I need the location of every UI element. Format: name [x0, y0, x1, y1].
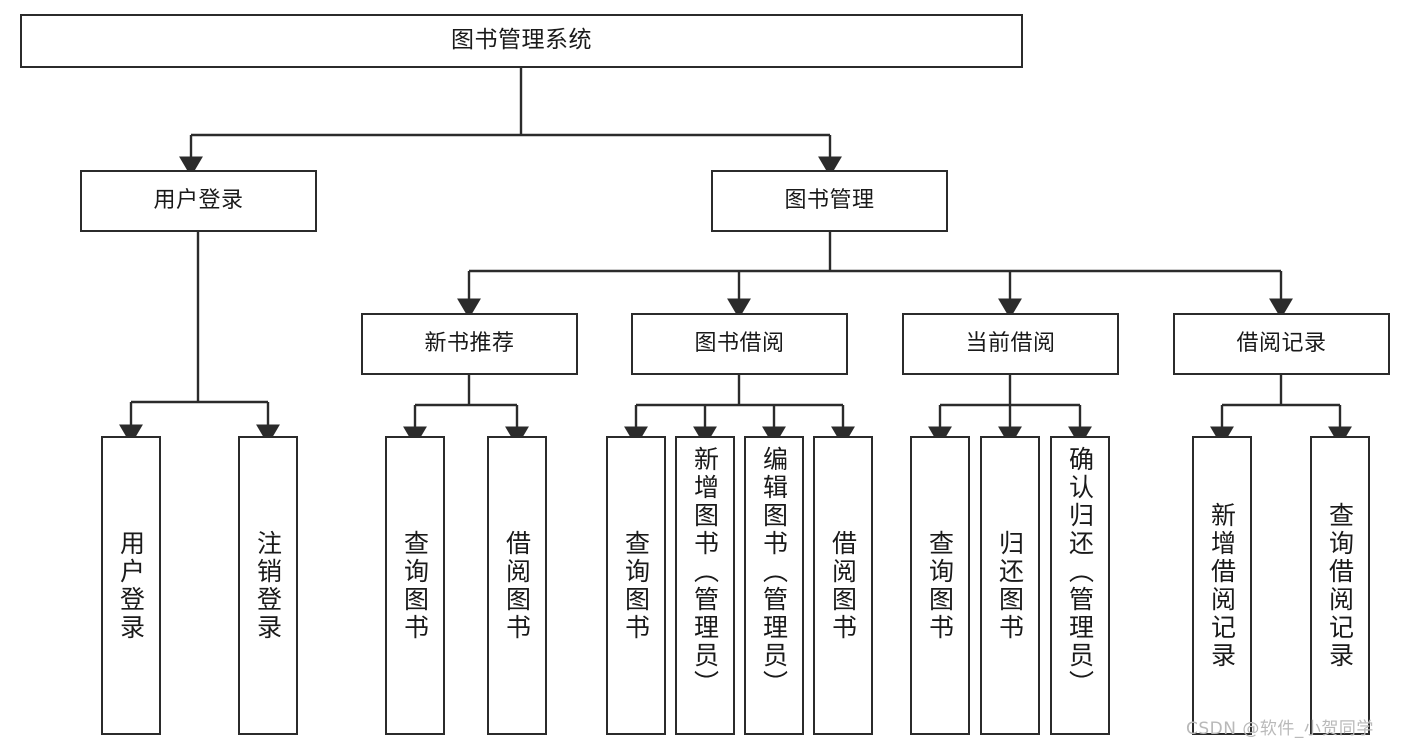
node-label: 新书推荐	[424, 330, 515, 356]
node-leaf-edit-book-admin[interactable]: 编辑图书（管理员）	[744, 436, 804, 735]
node-label: 查询图书	[621, 529, 651, 642]
node-label: 用户登录	[116, 529, 146, 642]
node-label: 借阅图书	[828, 529, 858, 642]
node-label: 当前借阅	[965, 330, 1056, 356]
node-label: 确认归还（管理员）	[1065, 446, 1095, 698]
node-current-borrow[interactable]: 当前借阅	[902, 313, 1119, 375]
node-leaf-logout[interactable]: 注销登录	[238, 436, 298, 735]
node-label: 借阅记录	[1236, 330, 1327, 356]
node-label: 编辑图书（管理员）	[759, 446, 789, 698]
csdn-watermark: CSDN @软件_小贺同学	[1186, 719, 1374, 739]
node-label: 归还图书	[995, 529, 1025, 642]
node-leaf-query-borrow-record[interactable]: 查询借阅记录	[1310, 436, 1370, 735]
node-label: 图书管理系统	[451, 27, 592, 54]
node-label: 新增图书（管理员）	[690, 446, 720, 698]
node-label: 新增借阅记录	[1207, 501, 1237, 670]
node-leaf-add-book-admin[interactable]: 新增图书（管理员）	[675, 436, 735, 735]
node-label: 查询借阅记录	[1325, 501, 1355, 670]
node-label: 查询图书	[925, 529, 955, 642]
node-label: 用户登录	[153, 187, 244, 213]
node-leaf-user-login[interactable]: 用户登录	[101, 436, 161, 735]
node-root-book-management-system[interactable]: 图书管理系统	[20, 14, 1023, 68]
node-leaf-borrow-book-new[interactable]: 借阅图书	[487, 436, 547, 735]
node-borrow-record[interactable]: 借阅记录	[1173, 313, 1390, 375]
node-book-management[interactable]: 图书管理	[711, 170, 948, 232]
node-leaf-query-book-new[interactable]: 查询图书	[385, 436, 445, 735]
node-label: 查询图书	[400, 529, 430, 642]
node-label: 注销登录	[253, 529, 283, 642]
node-label: 借阅图书	[502, 529, 532, 642]
node-leaf-add-borrow-record[interactable]: 新增借阅记录	[1192, 436, 1252, 735]
node-user-login[interactable]: 用户登录	[80, 170, 317, 232]
node-leaf-query-book-borrow[interactable]: 查询图书	[606, 436, 666, 735]
node-book-borrow[interactable]: 图书借阅	[631, 313, 848, 375]
node-label: 图书借阅	[694, 330, 785, 356]
node-leaf-return-book[interactable]: 归还图书	[980, 436, 1040, 735]
node-new-book-recommend[interactable]: 新书推荐	[361, 313, 578, 375]
node-leaf-query-book-current[interactable]: 查询图书	[910, 436, 970, 735]
node-leaf-confirm-return-admin[interactable]: 确认归还（管理员）	[1050, 436, 1110, 735]
node-label: 图书管理	[784, 187, 875, 213]
node-leaf-borrow-book[interactable]: 借阅图书	[813, 436, 873, 735]
